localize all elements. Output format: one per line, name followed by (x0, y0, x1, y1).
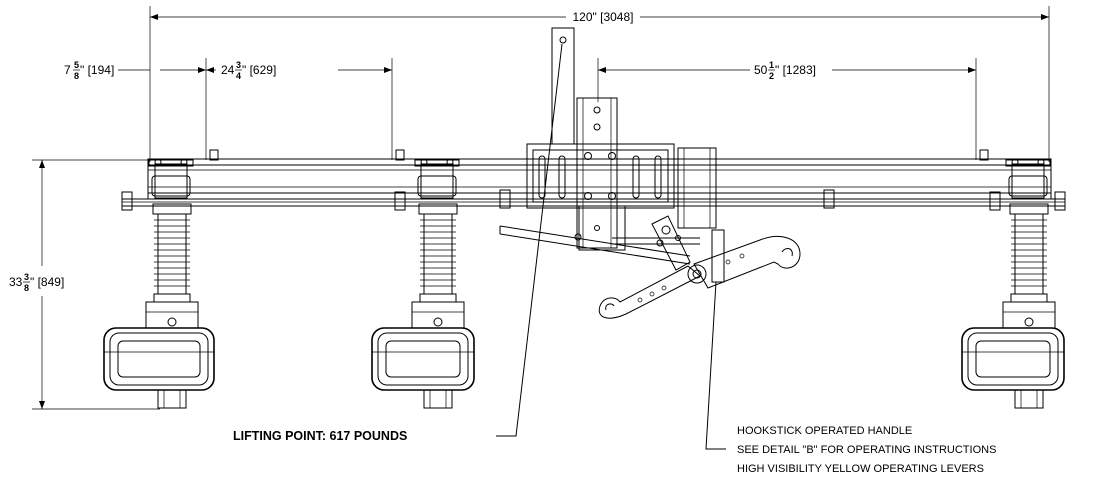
right-span-rest: " [1283] (775, 63, 816, 77)
right-span-num: 1 (769, 60, 774, 70)
operating-linkage (499, 215, 801, 319)
right-span-whole: 50 (754, 63, 768, 77)
phase-assembly-center (371, 158, 475, 409)
central-mount (526, 97, 717, 251)
phase-spacing-num: 3 (236, 60, 241, 70)
height-den: 8 (24, 283, 29, 293)
phase-assembly-right (961, 158, 1065, 409)
handle-leader (705, 281, 726, 450)
phase-spacing-den: 4 (236, 71, 241, 81)
left-offset-whole: 7 (64, 63, 71, 77)
handle-note-line1: HOOKSTICK OPERATED HANDLE (737, 425, 912, 437)
left-offset-den: 8 (74, 71, 79, 81)
phase-assembly-left (103, 158, 215, 409)
height-dimension: 33 3 8 " [849] (9, 159, 160, 410)
overall-width-label: 120" [3048] (573, 10, 634, 24)
handle-note-line2: SEE DETAIL "B" FOR OPERATING INSTRUCTION… (737, 444, 996, 456)
left-offset-rest: " [194] (80, 63, 114, 77)
right-span-dimension: 50 1 2 " [1283] (597, 58, 977, 160)
height-num: 3 (24, 272, 29, 282)
phase-spacing-whole: 24 (221, 63, 235, 77)
right-span-den: 2 (769, 71, 774, 81)
overall-width-dimension: 120" [3048] (149, 6, 1050, 162)
left-offset-num: 5 (74, 60, 79, 70)
left-offset-dimension: 7 5 8 " [194] (64, 58, 207, 160)
phase-spacing-dimension: 24 3 4 " [629] (206, 58, 393, 160)
height-rest: " [849] (30, 275, 64, 289)
lifting-leader (496, 43, 563, 437)
lifting-point-callout: LIFTING POINT: 617 POUNDS (233, 429, 407, 443)
lifting-bar (551, 27, 575, 145)
phase-spacing-rest: " [629] (242, 63, 276, 77)
rail-bolts (209, 149, 1001, 211)
handle-note-line3: HIGH VISIBILITY YELLOW OPERATING LEVERS (737, 463, 984, 475)
height-whole: 33 (9, 275, 23, 289)
